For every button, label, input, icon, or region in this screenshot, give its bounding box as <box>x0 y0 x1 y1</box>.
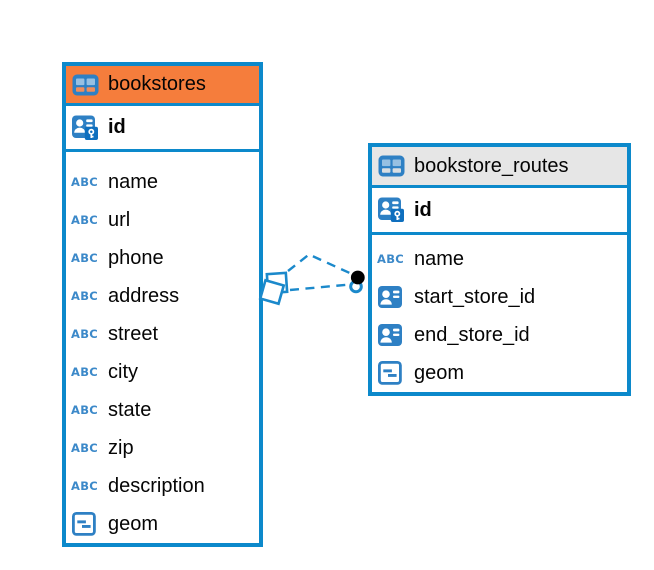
column-name: address <box>108 284 180 307</box>
column-row-geom[interactable]: geom <box>372 354 627 392</box>
column-name: city <box>108 360 138 383</box>
relationship-line-2[interactable] <box>289 283 351 292</box>
column-row-address[interactable]: ABC address <box>66 277 259 315</box>
column-row-start_store_id[interactable]: start_store_id <box>372 278 627 316</box>
column-name: street <box>108 322 159 345</box>
text-type-icon: ABC <box>71 289 99 303</box>
column-row-id[interactable]: id <box>372 188 627 232</box>
column-name: description <box>108 474 205 497</box>
column-name: start_store_id <box>414 285 536 308</box>
text-type-icon: ABC <box>71 479 99 493</box>
text-type-icon: ABC <box>71 327 99 341</box>
geometry-icon <box>377 358 408 388</box>
column-row-geom[interactable]: geom <box>66 505 259 543</box>
column-name: zip <box>108 436 134 459</box>
primary-key-section: id <box>372 188 627 235</box>
column-row-id[interactable]: id <box>66 106 259 149</box>
column-name: id <box>414 198 432 221</box>
text-type-icon: ABC <box>71 175 99 189</box>
primary-key-icon <box>377 195 408 225</box>
text-type-icon: ABC <box>377 252 405 266</box>
column-row-state[interactable]: ABC state <box>66 391 259 429</box>
geometry-icon <box>71 509 102 539</box>
text-type-icon: ABC <box>71 251 99 265</box>
table-bookstore-routes[interactable]: bookstore_routes id ABC name start_store_i… <box>368 143 631 396</box>
column-name: url <box>108 208 131 231</box>
table-icon <box>72 74 99 96</box>
column-row-phone[interactable]: ABC phone <box>66 239 259 277</box>
column-row-street[interactable]: ABC street <box>66 315 259 353</box>
column-row-name[interactable]: ABC name <box>66 163 259 201</box>
relationship-source-marker <box>258 271 289 306</box>
column-name: state <box>108 398 152 421</box>
column-name: name <box>108 170 159 193</box>
relationship-target-marker <box>349 270 365 294</box>
text-type-icon: ABC <box>71 365 99 379</box>
column-row-url[interactable]: ABC url <box>66 201 259 239</box>
column-name: geom <box>108 512 159 535</box>
table-title: bookstore_routes <box>414 154 569 177</box>
column-name: name <box>414 247 465 270</box>
foreign-key-icon <box>377 282 408 312</box>
column-row-end_store_id[interactable]: end_store_id <box>372 316 627 354</box>
foreign-key-icon <box>377 320 408 350</box>
table-header[interactable]: bookstores <box>66 66 259 106</box>
column-name: end_store_id <box>414 323 530 346</box>
column-name: id <box>108 116 126 138</box>
column-row-zip[interactable]: ABC zip <box>66 429 259 467</box>
column-row-city[interactable]: ABC city <box>66 353 259 391</box>
table-title: bookstores <box>108 73 206 95</box>
table-header[interactable]: bookstore_routes <box>372 147 627 188</box>
column-name: phone <box>108 246 164 269</box>
text-type-icon: ABC <box>71 441 99 455</box>
column-row-description[interactable]: ABC description <box>66 467 259 505</box>
table-icon <box>378 155 405 177</box>
relationship-line-1[interactable] <box>287 253 354 276</box>
text-type-icon: ABC <box>71 213 99 227</box>
primary-key-section: id <box>66 106 259 152</box>
text-type-icon: ABC <box>71 403 99 417</box>
column-name: geom <box>414 361 465 384</box>
column-row-name[interactable]: ABC name <box>372 240 627 278</box>
primary-key-icon <box>71 113 102 143</box>
